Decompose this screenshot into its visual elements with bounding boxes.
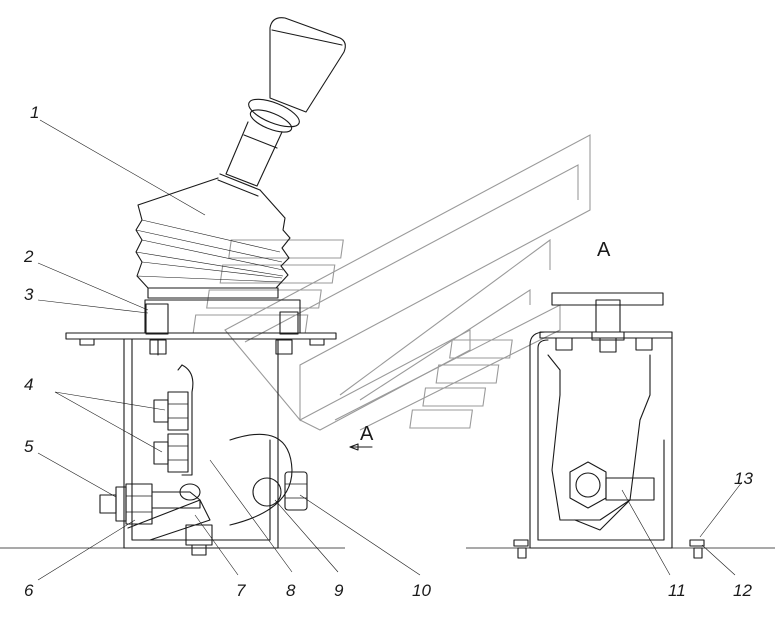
switch-lower (153, 433, 189, 473)
callout-6: 6 (24, 581, 34, 600)
callout-10: 10 (412, 581, 431, 600)
lever-rod (225, 121, 283, 187)
view-a-bracket (529, 331, 546, 549)
rubber-boot (135, 177, 291, 299)
callout-numbers: 1 2 3 4 5 6 7 8 9 10 11 12 13 (23, 103, 753, 600)
view-a: A (466, 239, 775, 559)
callout-8: 8 (286, 581, 296, 600)
callout-13: 13 (734, 469, 753, 488)
callout-1: 1 (30, 103, 39, 122)
callout-2: 2 (23, 247, 34, 266)
callout-4: 4 (24, 375, 33, 394)
leader-lines (37, 119, 743, 581)
callout-3: 3 (24, 285, 34, 304)
callout-9: 9 (334, 581, 344, 600)
main-view (0, 17, 346, 556)
section-mark: A (349, 423, 374, 451)
callout-11: 11 (668, 581, 686, 600)
view-a-hex-bolt (569, 461, 655, 509)
side-nut (252, 471, 308, 511)
housing-bracket (123, 338, 279, 549)
callout-12: 12 (733, 581, 752, 600)
lever-knob (269, 17, 346, 113)
callout-5: 5 (24, 437, 34, 456)
section-mark-label: A (360, 423, 374, 445)
view-a-title: A (597, 239, 611, 261)
callout-7: 7 (236, 581, 246, 600)
switch-upper (153, 391, 189, 431)
side-switch (99, 483, 153, 525)
